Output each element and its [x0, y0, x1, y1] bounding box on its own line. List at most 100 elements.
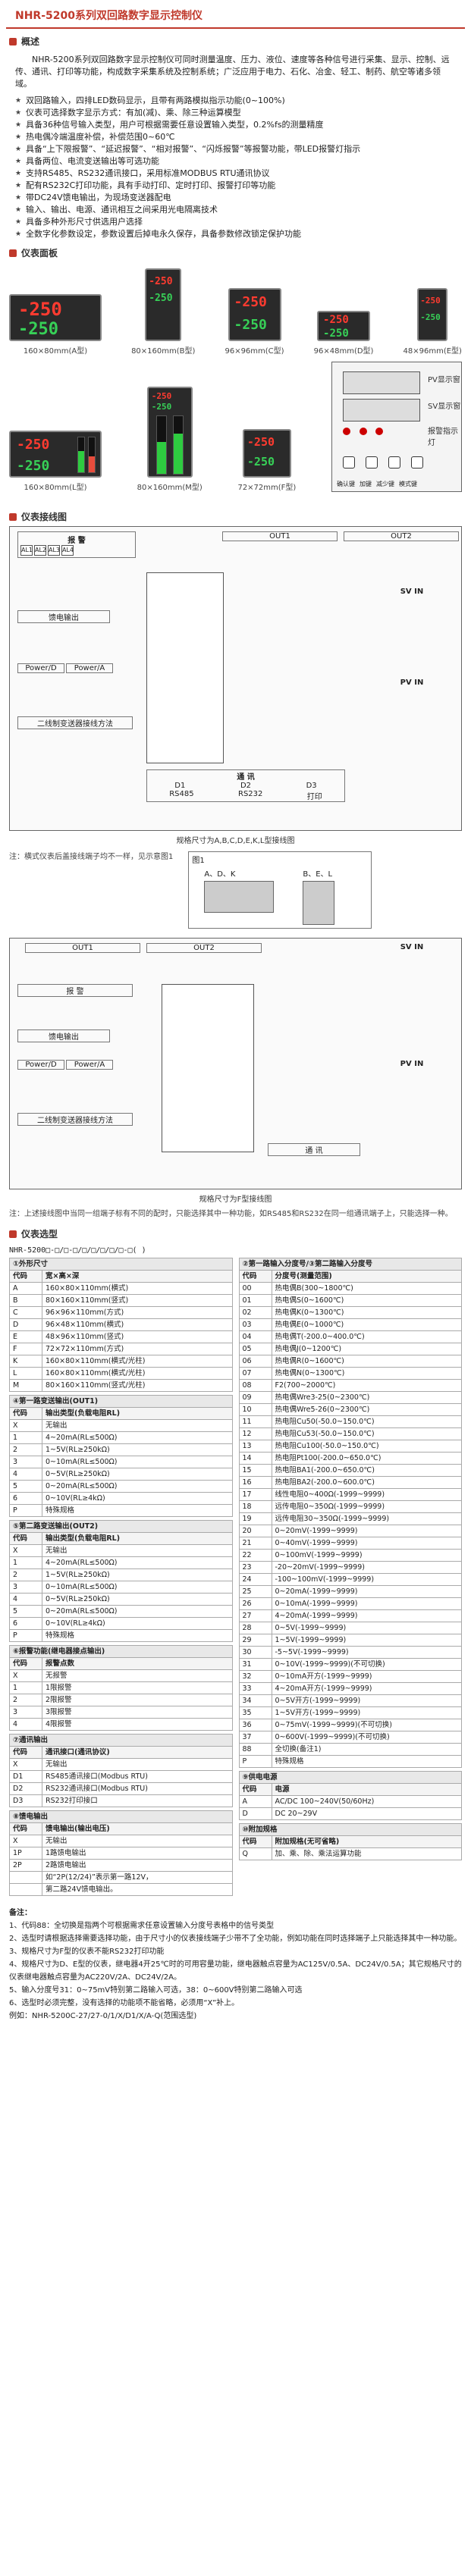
spec-code-cell: 29: [238, 1634, 272, 1647]
bargraph-1: [155, 415, 167, 475]
spec-code-cell: 2: [9, 1568, 42, 1581]
feature-list: 双回路输入，四排LED数码显示，且带有两路模拟指示功能(0~100%)仪表可选择…: [15, 95, 456, 240]
spec-table-title: ⑩附加规格: [238, 1823, 462, 1836]
spec-value-cell: AC/DC 100~240V(50/60Hz): [271, 1795, 462, 1808]
spec-value-cell: 4~20mA开方(-1999~9999): [271, 1682, 462, 1695]
spec-column-header: 通讯接口(通讯协议): [42, 1746, 233, 1759]
meter-display: -250 -250: [9, 431, 102, 478]
alarm-led-icon: [375, 428, 383, 435]
spec-value-cell: 热电偶B(300~1800℃): [271, 1282, 462, 1295]
panel-caption: 72×72mm(F型): [237, 484, 297, 492]
spec-code-cell: 1: [9, 1556, 42, 1569]
spec-code-cell: 31: [238, 1658, 272, 1671]
feature-item: 具备多种外形尺寸供选用户选择: [15, 216, 456, 228]
spec-value-cell: 热电偶S(0~1600℃): [271, 1294, 462, 1307]
panel-l: -250 -250 160×80mm(L型): [9, 431, 102, 492]
feed-block: 馈电输出: [17, 1029, 110, 1042]
spec-code-cell: L: [9, 1367, 42, 1380]
key-button[interactable]: [388, 456, 400, 469]
key-button[interactable]: [411, 456, 423, 469]
feature-item: 仪表可选择数字显示方式：有加(减)、乘、除三种运算模型: [15, 107, 456, 119]
faceplate-diagram: PV显示窗 SV显示窗 报警指示灯 确认键 加键 减少键 模式键: [331, 362, 462, 492]
spec-value-cell: 160×80×110mm(横式/光柱): [42, 1367, 233, 1380]
table-row: 30-5~5V(-1999~9999): [238, 1646, 462, 1659]
spec-code-cell: 19: [238, 1512, 272, 1525]
spec-table-title: ⑦通讯输出: [9, 1734, 233, 1747]
spec-value-cell: 0~5V开方(-1999~9999): [271, 1694, 462, 1707]
panel-row-2: -250 -250 160×80mm(L型) -250 -250: [9, 362, 462, 492]
spec-value-cell: 96×96×110mm(方式): [42, 1306, 233, 1319]
transmit-block: 二线制变送器接线方法: [17, 1113, 133, 1126]
spec-column-header: 宽×高×深: [42, 1270, 233, 1283]
spec-value-cell: 4~20mA(-1999~9999): [271, 1609, 462, 1622]
spec-value-cell: 80×160×110mm(竖式/光柱): [42, 1379, 233, 1392]
spec-code-cell: 14: [238, 1452, 272, 1465]
spec-value-cell: 热电偶E(0~1000℃): [271, 1318, 462, 1331]
spec-code-cell: A: [9, 1282, 42, 1295]
panel-caption: 160×80mm(L型): [24, 484, 87, 492]
power-d-block: Power/D: [17, 1060, 64, 1070]
spec-value-cell: 0~10mA开方(-1999~9999): [271, 1670, 462, 1683]
key-button[interactable]: [366, 456, 378, 469]
spec-code-cell: D2: [9, 1782, 42, 1795]
remarks-section: 备注： 1、代码88：全切换是指两个可根据需求任意设置输入分度号表格中的信号类型…: [0, 1902, 471, 2027]
remark-item: 3、规格尺寸为F型的仪表不能RS232打印功能: [9, 1948, 165, 1956]
spec-column-header: 代码: [238, 1783, 272, 1796]
spec-value-cell: 1~5V(RL≥250kΩ): [42, 1568, 233, 1581]
wiring-caption-2: 规格尺寸为F型接线图: [199, 1196, 272, 1204]
spec-value-cell: F2(700~2000℃): [271, 1379, 462, 1392]
bargraph-1: [77, 437, 85, 473]
spec-code-cell: 27: [238, 1609, 272, 1622]
remark-item: 6、选型时必须完整，没有选择的功能项不能省略，必须用“X”补上。: [9, 1999, 240, 2007]
spec-value-cell: DC 20~29V: [271, 1807, 462, 1820]
spec-value-cell: 第二路24V馈电输出。: [42, 1883, 233, 1896]
terminal-block: [162, 984, 254, 1152]
remark-item: 2、选型时请根据选择需要选择功能，由于尺寸小的仪表接线端子少带不了全功能，例如功…: [9, 1935, 462, 1943]
spec-value-cell: 热电阻Cu50(-50.0~150.0℃): [271, 1415, 462, 1428]
spec-column-header: 代码: [9, 1532, 42, 1545]
sv-window: [343, 399, 420, 421]
spec-value-cell: 4限报警: [42, 1718, 233, 1731]
spec-code-cell: 18: [238, 1500, 272, 1513]
spec-value-cell: 特殊规格: [271, 1755, 462, 1768]
spec-code-cell: 24: [238, 1573, 272, 1586]
spec-code-cell: X: [9, 1419, 42, 1432]
spec-code-cell: 4: [9, 1468, 42, 1481]
key-button[interactable]: [343, 456, 355, 469]
spec-code-cell: 2P: [9, 1859, 42, 1872]
bargraph-fill: [173, 433, 183, 474]
spec-code-cell: D: [238, 1807, 272, 1820]
spec-value-cell: 热电阻Cu100(-50.0~150.0℃): [271, 1440, 462, 1453]
section-marker-icon: [9, 37, 17, 45]
wiring-caption-1: 规格尺寸为A,B,C,D,E,K,L型接线图: [176, 837, 295, 845]
spec-value-cell: -5~5V(-1999~9999): [271, 1646, 462, 1659]
meter-display: -250 -250: [228, 288, 281, 341]
spec-code-cell: P: [9, 1504, 42, 1517]
spec-code-cell: 17: [238, 1488, 272, 1501]
spec-code-cell: 1: [9, 1431, 42, 1444]
feature-item: 支持RS485、RS232通讯接口，采用标准MODBUS RTU通讯协议: [15, 168, 456, 180]
spec-value-cell: 无输出: [42, 1419, 233, 1432]
spec-value-cell: 0~10V(RL≥4kΩ): [42, 1492, 233, 1505]
spec-code-cell: 3: [9, 1581, 42, 1594]
